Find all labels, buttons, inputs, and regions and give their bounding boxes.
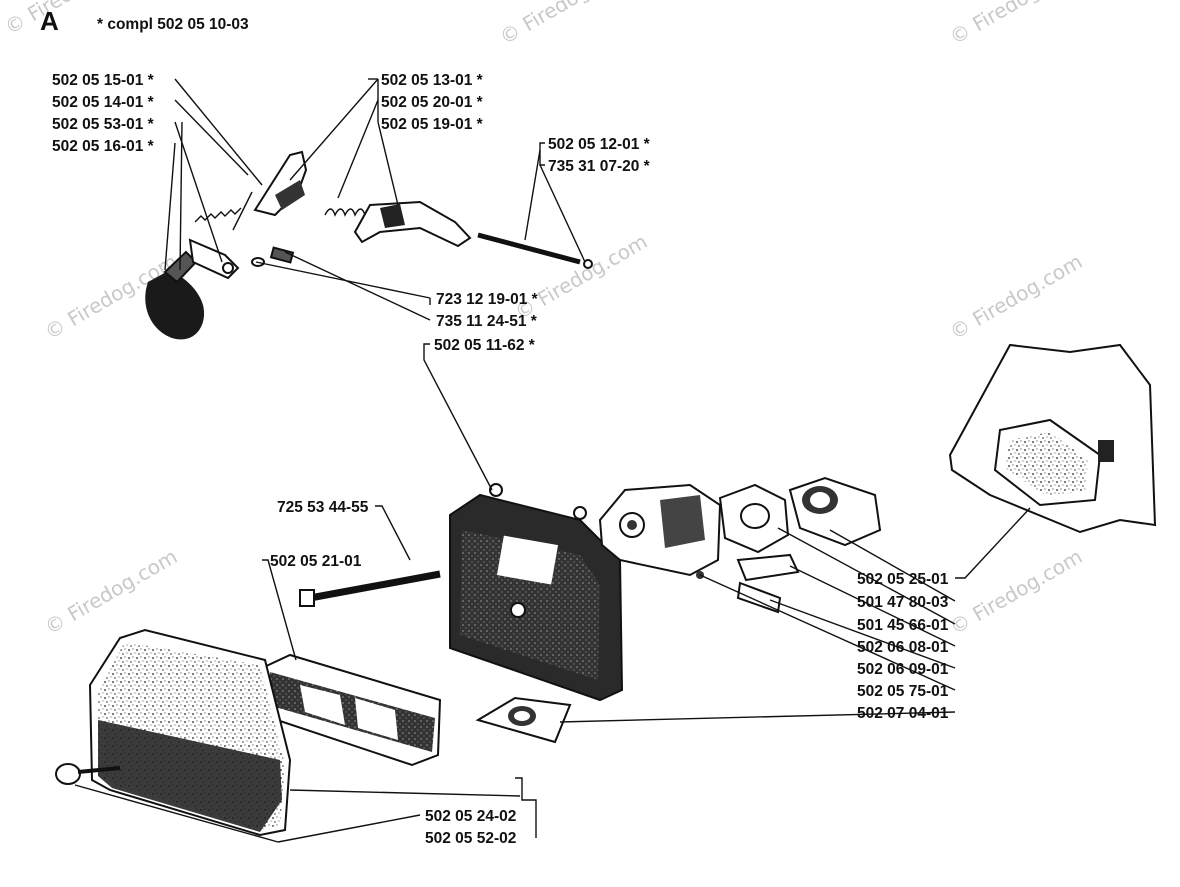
part-number-label: 723 12 19-01 * bbox=[436, 291, 539, 308]
part-number-label: 501 45 66-01 bbox=[857, 617, 949, 634]
part-number-label: 502 05 19-01 * bbox=[381, 116, 484, 133]
part-number-label: 735 31 07-20 * bbox=[548, 158, 651, 175]
long-bolt-part bbox=[299, 570, 441, 607]
part-labels: 502 05 15-01 * 502 05 14-01 * 502 05 53-… bbox=[52, 72, 949, 847]
part-number-label: 502 05 12-01 * bbox=[548, 136, 651, 153]
part-number-label: 502 05 52-02 bbox=[425, 830, 516, 847]
adapter-plate-part bbox=[475, 696, 572, 744]
part-number-label: 502 05 11-62 * bbox=[434, 337, 536, 354]
part-number-label: 502 05 21-01 bbox=[270, 553, 362, 570]
trigger-part bbox=[353, 200, 472, 248]
carburetor-housing-part bbox=[449, 483, 624, 702]
part-number-label: 502 05 15-01 * bbox=[52, 72, 155, 89]
part-number-label: 502 05 53-01 * bbox=[52, 116, 155, 133]
part-number-label: 735 11 24-51 * bbox=[436, 313, 538, 330]
part-number-label: 502 05 24-02 bbox=[425, 808, 516, 825]
watermark: © Firedog.com bbox=[946, 249, 1087, 344]
part-number-label: 502 05 14-01 * bbox=[52, 94, 155, 111]
watermark: © Firedog.com bbox=[41, 544, 182, 639]
cylinder-cover-part bbox=[948, 343, 1157, 534]
section-letter: A bbox=[40, 6, 59, 36]
assembly-note: * compl 502 05 10-03 bbox=[97, 16, 249, 33]
part-number-label: 502 06 08-01 bbox=[857, 639, 949, 656]
gasket-part bbox=[718, 483, 790, 554]
intake-manifold-part bbox=[788, 476, 882, 547]
part-number-label: 502 05 25-01 bbox=[857, 571, 949, 588]
part-number-label: 502 05 13-01 * bbox=[381, 72, 484, 89]
part-number-label: 502 05 75-01 bbox=[857, 683, 949, 700]
part-number-label: 725 53 44-55 bbox=[277, 499, 369, 516]
part-number-label: 502 05 16-01 * bbox=[52, 138, 155, 155]
part-number-label: 502 05 20-01 * bbox=[381, 94, 484, 111]
air-filter-cover-part bbox=[55, 628, 292, 837]
leader-lines bbox=[74, 78, 1031, 843]
throttle-lever-part bbox=[253, 150, 308, 217]
part-number-label: 501 47 80-03 bbox=[857, 594, 949, 611]
watermark: © Firedog.com bbox=[946, 544, 1087, 639]
part-number-label: 502 06 09-01 bbox=[857, 661, 949, 678]
air-filter-part bbox=[261, 653, 442, 767]
part-number-label: 502 07 04-01 bbox=[857, 705, 949, 722]
watermark: © Firedog.com bbox=[511, 229, 652, 324]
spring-parts bbox=[194, 191, 366, 231]
carburetor-part bbox=[598, 483, 722, 577]
watermark: © Firedog.com bbox=[946, 0, 1087, 49]
lever-plate-part bbox=[188, 238, 240, 280]
pin-part bbox=[477, 232, 593, 269]
sleeve-parts bbox=[696, 553, 800, 614]
watermark: © Firedog.com bbox=[496, 0, 637, 49]
screw-washer-part bbox=[251, 246, 295, 267]
